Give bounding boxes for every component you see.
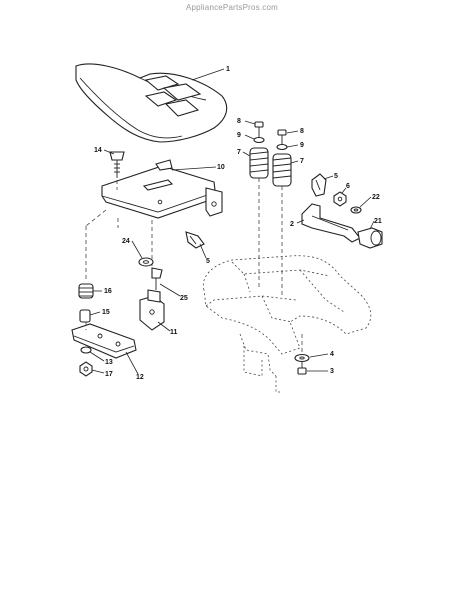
callout-5-right: 5 bbox=[334, 173, 338, 180]
callout-14: 14 bbox=[94, 147, 102, 154]
knob-bolt bbox=[109, 151, 125, 178]
bushing-15 bbox=[79, 309, 91, 323]
nut-17 bbox=[79, 361, 93, 377]
washer-22 bbox=[350, 206, 362, 214]
washer-9-right bbox=[276, 143, 288, 151]
nut-6 bbox=[333, 191, 347, 207]
clip-5-left bbox=[185, 231, 205, 249]
callout-21: 21 bbox=[374, 218, 382, 225]
callout-7-left: 7 bbox=[237, 149, 241, 156]
callout-5-left: 5 bbox=[206, 258, 210, 265]
callout-2: 2 bbox=[290, 221, 294, 228]
pivot-plate-12 bbox=[71, 323, 137, 359]
bolt-3 bbox=[297, 362, 307, 375]
callout-22: 22 bbox=[372, 194, 380, 201]
washer-24 bbox=[138, 257, 154, 267]
watermark-text: AppliancePartsPros.com bbox=[186, 3, 278, 12]
hinge-11 bbox=[139, 289, 165, 331]
callout-11: 11 bbox=[170, 329, 178, 336]
washer-13 bbox=[80, 346, 92, 354]
spring-16 bbox=[78, 283, 94, 299]
bolt-8-right bbox=[277, 129, 287, 146]
bolt-8-left bbox=[254, 121, 264, 138]
callout-4: 4 bbox=[330, 351, 334, 358]
spring-7-left bbox=[249, 147, 269, 179]
callout-8-right: 8 bbox=[300, 128, 304, 135]
callout-3: 3 bbox=[330, 368, 334, 375]
knob-21 bbox=[357, 227, 383, 249]
callout-9-left: 9 bbox=[237, 132, 241, 139]
callout-16: 16 bbox=[104, 288, 112, 295]
seat-pan bbox=[101, 159, 223, 219]
washer-9-left bbox=[253, 136, 265, 144]
callout-9-right: 9 bbox=[300, 142, 304, 149]
callout-15: 15 bbox=[102, 309, 110, 316]
callout-8-left: 8 bbox=[237, 118, 241, 125]
callout-25: 25 bbox=[180, 295, 188, 302]
fender-frame bbox=[202, 255, 372, 393]
spring-7-right bbox=[272, 153, 292, 187]
washer-4 bbox=[294, 353, 310, 363]
callout-6: 6 bbox=[346, 183, 350, 190]
seat bbox=[75, 63, 228, 143]
callout-1: 1 bbox=[226, 66, 230, 73]
clip-5-right bbox=[311, 173, 327, 197]
callout-7-right: 7 bbox=[300, 158, 304, 165]
callout-10: 10 bbox=[217, 164, 225, 171]
callout-13: 13 bbox=[105, 359, 113, 366]
bolt-25 bbox=[151, 267, 163, 290]
callout-12: 12 bbox=[136, 374, 144, 381]
callout-24: 24 bbox=[122, 238, 130, 245]
callout-17: 17 bbox=[105, 371, 113, 378]
